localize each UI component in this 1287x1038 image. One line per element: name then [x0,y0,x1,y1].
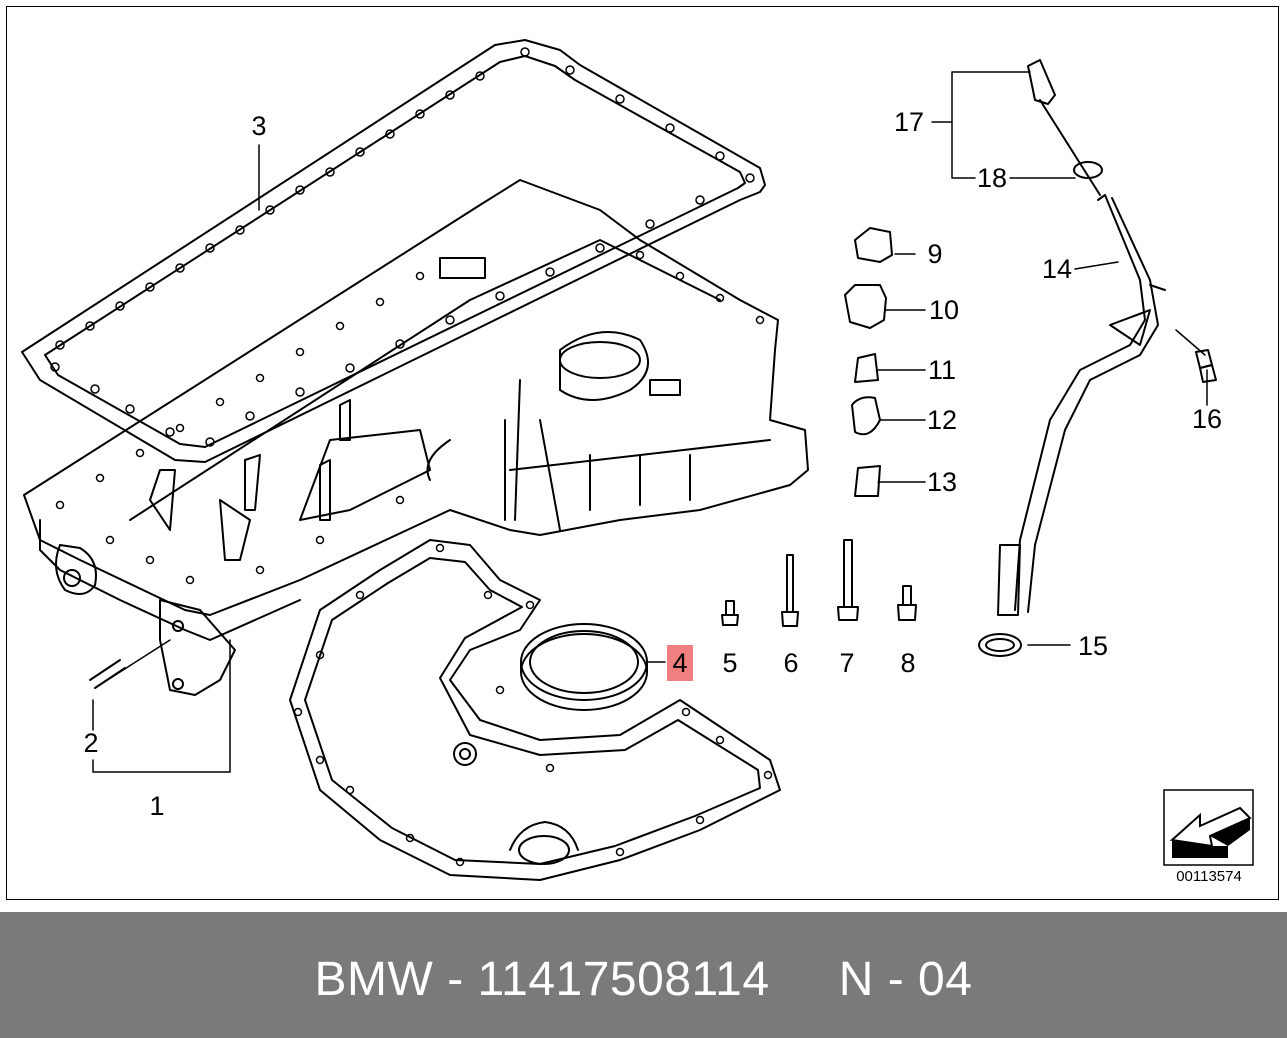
direction-arrow-icon [1163,789,1254,866]
lower-gasket-drawing [289,539,781,881]
footer-caption: BMW - 11417508114 N - 04 [0,952,1287,1007]
dipstick-drawing [1027,59,1103,196]
upper-gasket-drawing [21,39,766,463]
label-part-6: 6 [783,648,798,678]
label-part-10: 10 [929,295,959,325]
label-part-2: 2 [83,728,98,758]
footer-position-code: N - 04 [838,953,973,1006]
bolt-16-drawing [1195,349,1217,383]
diagram-number: 00113574 [1176,868,1242,885]
exploded-parts-diagram: 3 1 2 4 5 6 7 8 9 10 11 12 13 14 15 16 1… [21,39,1254,885]
washer-drawing [978,633,1022,657]
label-part-9: 9 [927,239,942,269]
highlight-box-part-4 [667,645,693,681]
small-parts-drawing [844,227,893,497]
diagram-frame [6,6,1279,900]
label-part-11: 11 [928,355,956,385]
label-part-13: 13 [927,467,957,497]
dipstick-tube-drawing [997,194,1166,616]
label-part-15: 15 [1078,631,1108,661]
label-part-1: 1 [149,791,164,821]
footer-part-number: 11417508114 [477,953,770,1006]
label-part-12: 12 [927,405,957,435]
bolts-drawing [721,539,917,627]
label-part-14: 14 [1042,254,1072,284]
footer-brand: BMW [314,953,434,1006]
footer-bar [0,912,1287,1038]
label-part-4: 4 [672,648,687,678]
label-part-5: 5 [722,648,737,678]
oil-pan-drawing [23,179,809,696]
footer-separator: - [447,953,464,1006]
label-part-16: 16 [1192,404,1222,434]
label-part-18: 18 [977,163,1007,193]
seal-ring-drawing [520,623,648,711]
leader-lines [92,71,1208,773]
label-part-7: 7 [839,648,854,678]
label-part-3: 3 [251,111,266,141]
label-part-17: 17 [894,107,924,137]
label-part-8: 8 [900,648,915,678]
